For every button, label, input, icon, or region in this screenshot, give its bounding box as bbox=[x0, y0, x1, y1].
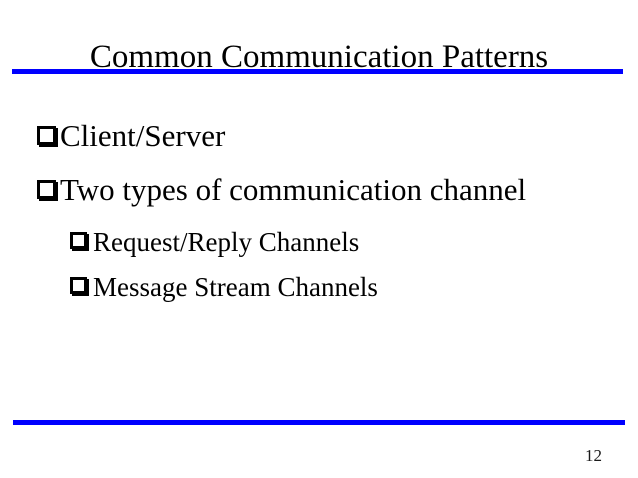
list-item-label: Client/Server bbox=[60, 118, 226, 153]
footer-divider-rule bbox=[13, 420, 625, 425]
title-divider-rule bbox=[12, 69, 623, 74]
hollow-square-bullet-icon bbox=[37, 126, 56, 145]
hollow-square-bullet-icon bbox=[70, 232, 87, 249]
page-number: 12 bbox=[585, 446, 602, 465]
hollow-square-bullet-icon bbox=[37, 180, 56, 199]
hollow-square-bullet-icon bbox=[70, 277, 87, 294]
list-item: Request/Reply Channels bbox=[34, 222, 619, 262]
list-item-label: Two types of communication channel bbox=[60, 172, 527, 207]
list-item: Message Stream Channels bbox=[34, 267, 619, 307]
list-item-label: Request/Reply Channels bbox=[93, 227, 360, 257]
list-item: Client/Server bbox=[34, 114, 619, 158]
list-item: Two types of communication channel bbox=[34, 168, 619, 212]
list-item-label: Message Stream Channels bbox=[93, 272, 378, 302]
slide-body: Client/Server Two types of communication… bbox=[34, 114, 619, 312]
